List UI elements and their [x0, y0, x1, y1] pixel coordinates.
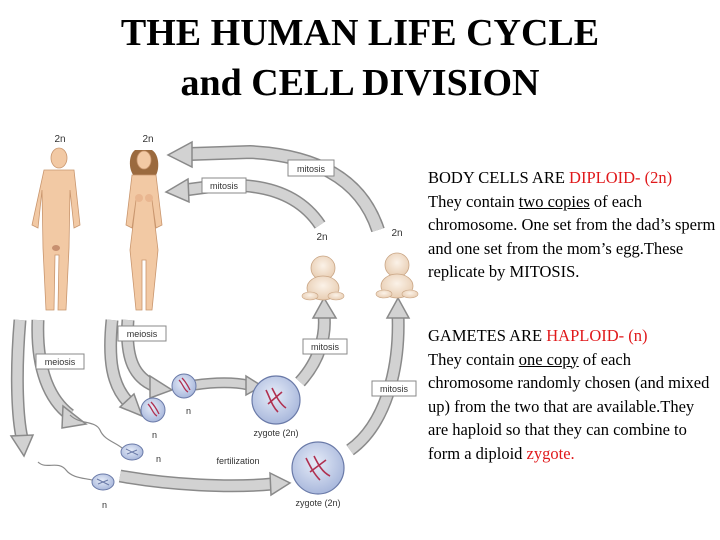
page-title-line2: and CELL DIVISION [180, 62, 540, 104]
zygote-upper-label: zygote (2n) [253, 428, 298, 438]
sperm-n: n [156, 454, 161, 464]
mitosis-right-label: mitosis [380, 384, 409, 394]
mitosis-upper-label: mitosis [210, 181, 239, 191]
one-copy-underlined: one copy [518, 349, 579, 369]
baby-right-figure [375, 252, 419, 299]
life-cycle-diagram: mitosis mitosis mitosis mitosis meiosis … [9, 134, 419, 510]
gametes-text-after: of each chromosome randomly chosen (and … [428, 349, 710, 463]
body-cells-heading: BODY CELLS ARE [428, 168, 570, 187]
arrow-meiosis-right-down [104, 319, 144, 418]
sperm-upper [69, 414, 144, 461]
egg-upper [171, 373, 197, 399]
mitosis-upper-label-box: mitosis [201, 177, 247, 194]
meiosis-right-label: meiosis [127, 329, 158, 339]
body-cells-text-before: They contain [428, 191, 519, 211]
egg-lower-n: n [152, 430, 157, 440]
mitosis-top-label-box: mitosis [287, 159, 335, 177]
sperm-lower [37, 461, 115, 491]
gametes-heading: GAMETES ARE [428, 326, 547, 345]
meiosis-right-label-box: meiosis [117, 325, 167, 342]
zygote-lower [291, 441, 345, 495]
sperm-lower-n: n [102, 500, 107, 510]
gametes-block: GAMETES ARE HAPLOID- (n) They contain on… [428, 324, 718, 465]
haploid-highlight: HAPLOID- (n) [546, 326, 648, 345]
zygote-highlight: zygote. [526, 443, 575, 463]
body-cells-text-after: of each chromosome. One set from the dad… [428, 191, 716, 282]
mitosis-middle-label-box: mitosis [302, 338, 348, 355]
baby-left-ploidy: 2n [316, 232, 327, 243]
arrow-mitosis-right [345, 296, 411, 456]
page-title-line1: THE HUMAN LIFE CYCLE [120, 12, 600, 54]
adult-female-figure [125, 150, 163, 311]
two-copies-underlined: two copies [518, 191, 590, 211]
meiosis-left-label-box: meiosis [35, 353, 85, 370]
zygote-upper [251, 375, 301, 425]
egg-lower [140, 397, 166, 423]
arrow-meiosis-left-down [9, 319, 35, 458]
baby-right-ploidy: 2n [391, 228, 402, 239]
adult-male-ploidy: 2n [54, 134, 65, 145]
arrow-fertilization [118, 469, 292, 497]
gametes-text-before: They contain [428, 349, 519, 369]
adult-male-figure [31, 147, 81, 311]
meiosis-left-label: meiosis [45, 357, 76, 367]
mitosis-middle-label: mitosis [311, 342, 340, 352]
egg-upper-n: n [186, 406, 191, 416]
arrow-meiosis-left [31, 319, 88, 429]
body-cells-block: BODY CELLS ARE DIPLOID- (2n) They contai… [428, 166, 718, 284]
arrow-egg-to-zygote [194, 374, 264, 397]
zygote-lower-label: zygote (2n) [295, 498, 340, 508]
baby-left-figure [301, 255, 345, 301]
mitosis-right-label-box: mitosis [371, 380, 417, 397]
diploid-highlight: DIPLOID- (2n) [569, 168, 673, 187]
adult-female-ploidy: 2n [142, 134, 153, 145]
fertilization-label: fertilization [216, 456, 259, 466]
mitosis-top-label: mitosis [297, 164, 326, 174]
